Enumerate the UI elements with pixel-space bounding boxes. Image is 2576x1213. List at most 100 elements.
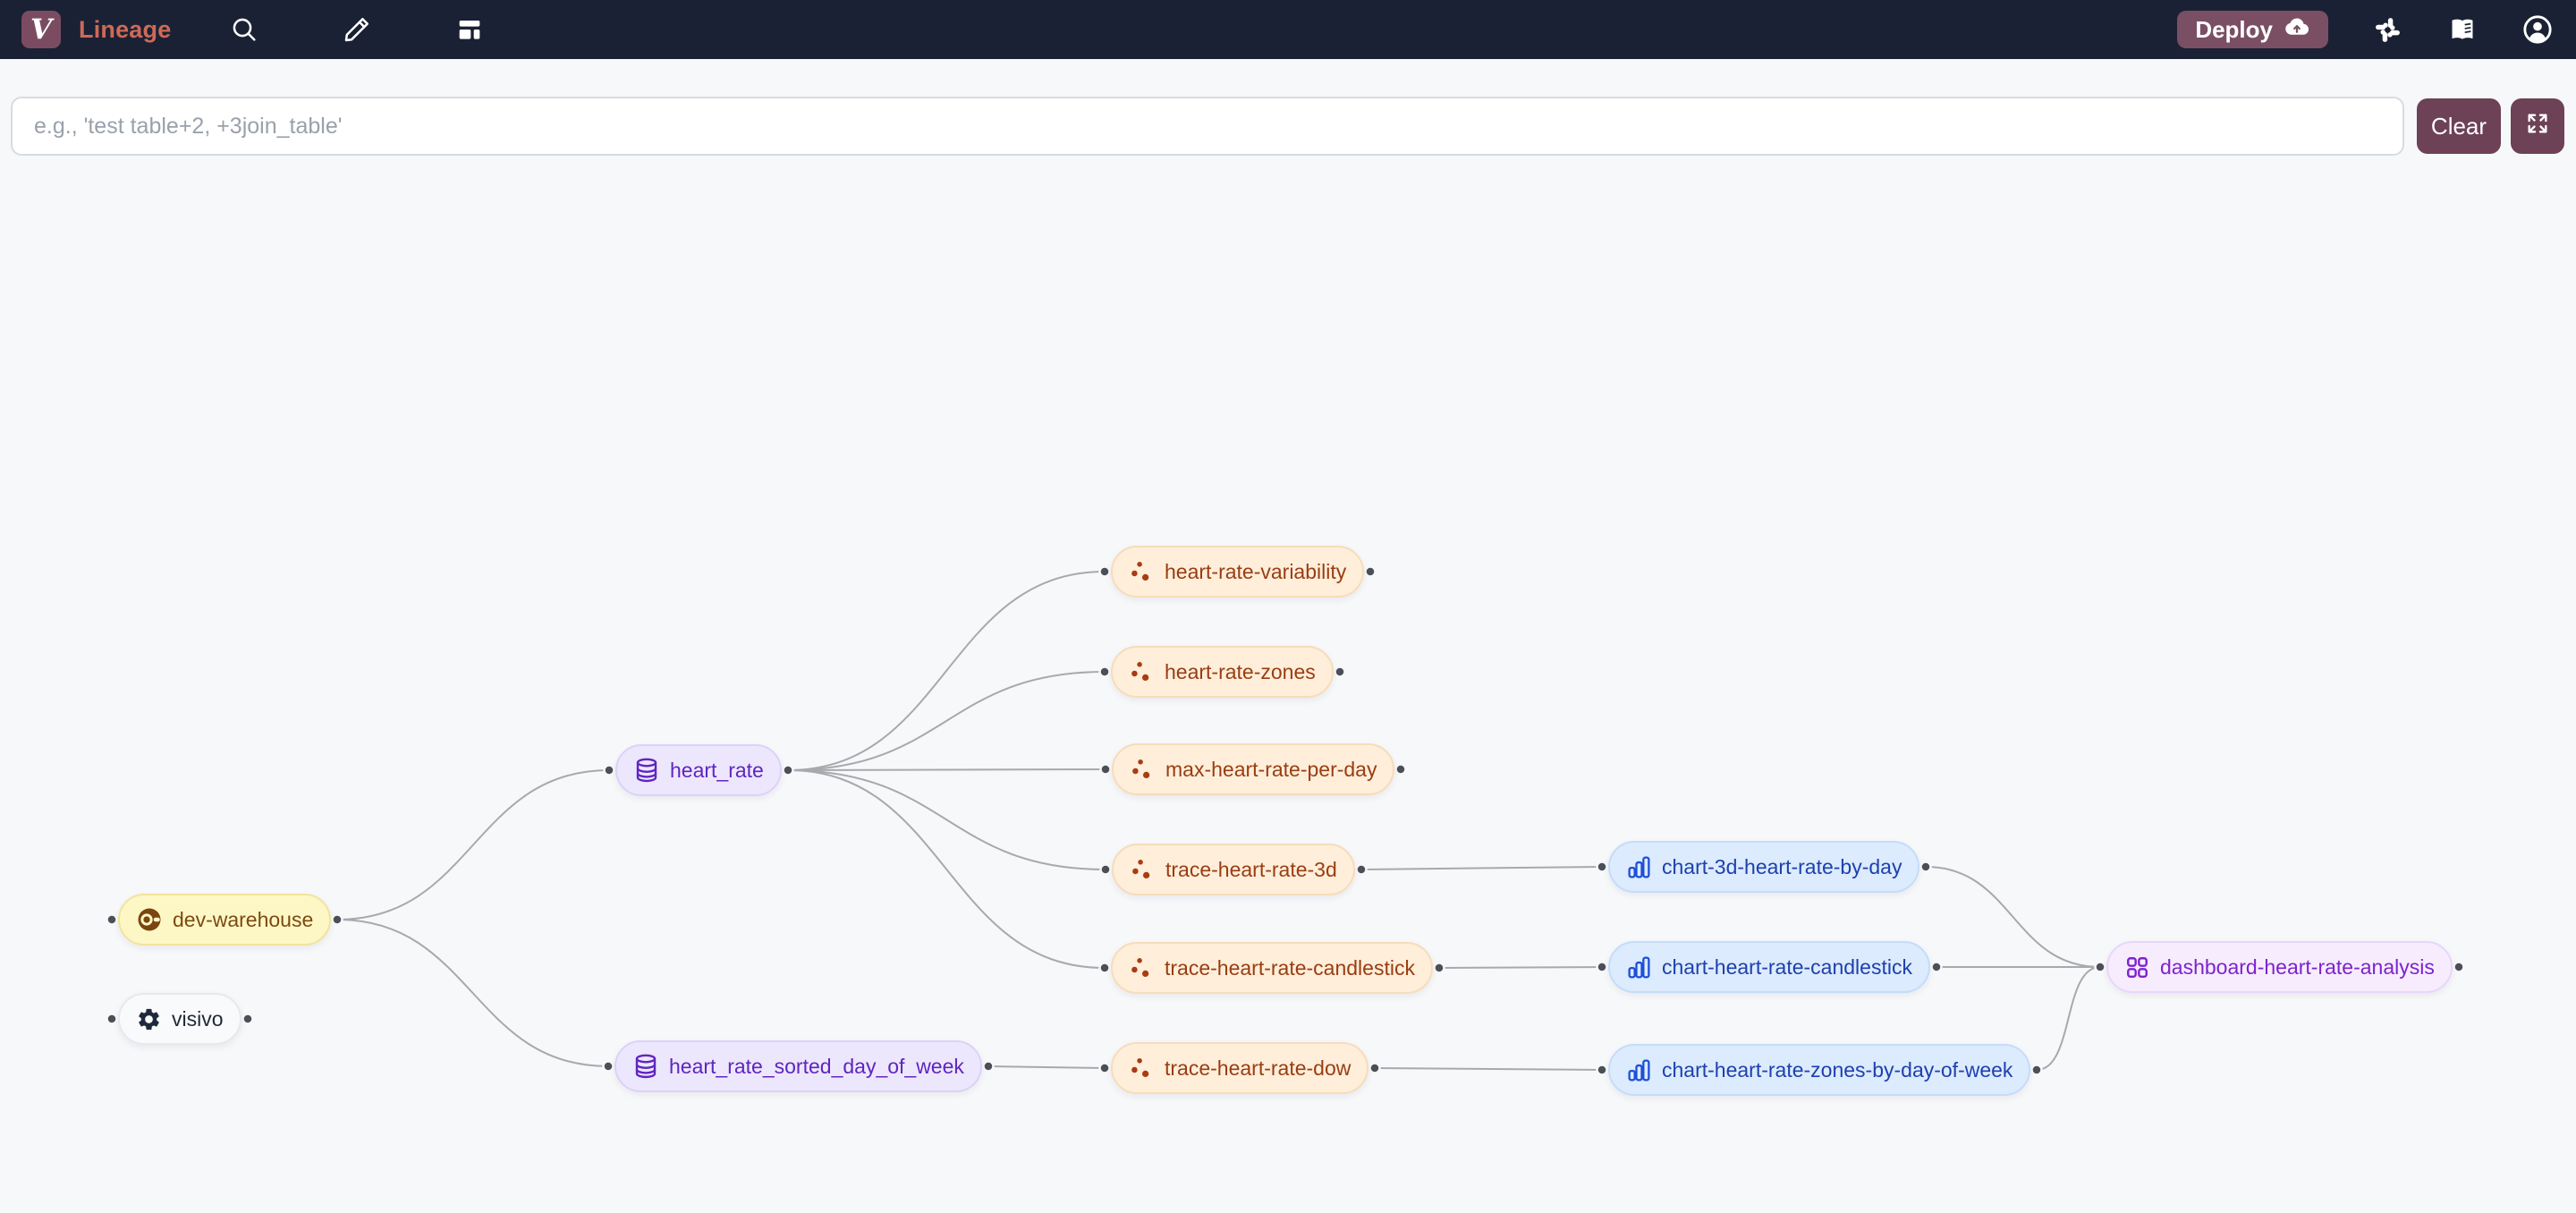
lineage-edge bbox=[1438, 966, 1603, 969]
lineage-node-dev-warehouse[interactable]: dev-warehouse bbox=[118, 894, 332, 946]
lineage-node-trace-heart-rate-3d[interactable]: trace-heart-rate-3d bbox=[1112, 844, 1355, 895]
deploy-label: Deploy bbox=[2195, 15, 2273, 43]
lineage-edge bbox=[1374, 1067, 1603, 1071]
node-handle-left[interactable] bbox=[106, 1013, 118, 1025]
node-handle-left[interactable] bbox=[1596, 861, 1608, 873]
scatter-icon bbox=[1131, 661, 1149, 681]
account-icon[interactable] bbox=[2521, 13, 2554, 46]
scatter-icon bbox=[1131, 561, 1149, 581]
node-label: trace-heart-rate-candlestick bbox=[1165, 955, 1415, 980]
lineage-edge bbox=[336, 769, 610, 920]
lineage-node-max-heart-rate-per-day[interactable]: max-heart-rate-per-day bbox=[1112, 743, 1395, 795]
search-icon[interactable] bbox=[228, 13, 260, 46]
node-handle-right[interactable] bbox=[782, 764, 794, 776]
node-label: visivo bbox=[172, 1006, 224, 1031]
node-label: heart_rate_sorted_day_of_week bbox=[669, 1054, 964, 1078]
visivo-logo[interactable]: V bbox=[21, 11, 61, 48]
cloud-upload-icon bbox=[2284, 13, 2310, 47]
node-handle-left[interactable] bbox=[2094, 961, 2106, 973]
logo-letter: V bbox=[30, 13, 53, 46]
lineage-edge bbox=[787, 768, 1106, 771]
node-label: trace-heart-rate-dow bbox=[1165, 1056, 1352, 1080]
lineage-edge bbox=[787, 769, 1106, 870]
slack-icon[interactable] bbox=[2371, 13, 2403, 46]
bar-chart-icon bbox=[1628, 955, 1650, 979]
deploy-button[interactable]: Deploy bbox=[2177, 11, 2328, 48]
node-handle-right[interactable] bbox=[2453, 961, 2465, 973]
lineage-node-trace-heart-rate-dow[interactable]: trace-heart-rate-dow bbox=[1111, 1042, 1369, 1094]
lineage-node-chart-3d-heart-rate-by-day[interactable]: chart-3d-heart-rate-by-day bbox=[1608, 841, 1920, 893]
lineage-node-heart-rate-zones[interactable]: heart-rate-zones bbox=[1111, 646, 1334, 698]
expand-icon bbox=[2525, 111, 2550, 142]
node-handle-left[interactable] bbox=[603, 764, 615, 776]
navbar: V Lineage Deploy bbox=[0, 0, 2576, 59]
node-handle-right[interactable] bbox=[1930, 961, 1943, 973]
node-handle-left[interactable] bbox=[1099, 863, 1112, 876]
lineage-node-visivo[interactable]: visivo bbox=[118, 993, 242, 1045]
lineage-edge bbox=[1925, 866, 2101, 968]
lineage-node-dashboard-heart-rate-analysis[interactable]: dashboard-heart-rate-analysis bbox=[2106, 941, 2453, 993]
lineage-node-chart-heart-rate-zones-by-day-of-week[interactable]: chart-heart-rate-zones-by-day-of-week bbox=[1608, 1044, 2031, 1096]
node-label: max-heart-rate-per-day bbox=[1165, 757, 1377, 781]
node-handle-left[interactable] bbox=[1098, 565, 1111, 578]
node-handle-left[interactable] bbox=[602, 1060, 614, 1073]
database-icon bbox=[636, 758, 657, 783]
node-label: chart-3d-heart-rate-by-day bbox=[1662, 854, 1902, 878]
grid-icon bbox=[2127, 956, 2148, 978]
scatter-icon bbox=[1132, 759, 1150, 778]
clear-button[interactable]: Clear bbox=[2417, 98, 2501, 154]
scatter-icon bbox=[1131, 957, 1149, 977]
node-label: heart_rate bbox=[670, 758, 764, 782]
node-handle-left[interactable] bbox=[1098, 666, 1111, 678]
database-icon bbox=[635, 1054, 657, 1079]
node-handle-right[interactable] bbox=[1394, 763, 1407, 776]
node-handle-right[interactable] bbox=[331, 913, 343, 926]
scatter-icon bbox=[1132, 859, 1150, 878]
lineage-edge bbox=[336, 919, 609, 1067]
lineage-edge bbox=[2036, 966, 2101, 1071]
lineage-node-chart-heart-rate-candlestick[interactable]: chart-heart-rate-candlestick bbox=[1608, 941, 1930, 993]
duckdb-icon bbox=[138, 908, 161, 931]
lineage-edge bbox=[787, 571, 1106, 771]
lineage-node-heart_rate[interactable]: heart_rate bbox=[615, 744, 782, 796]
node-label: trace-heart-rate-3d bbox=[1165, 857, 1337, 881]
node-label: heart-rate-zones bbox=[1165, 659, 1316, 683]
node-handle-right[interactable] bbox=[982, 1060, 995, 1073]
fullscreen-button[interactable] bbox=[2511, 98, 2564, 154]
node-label: chart-heart-rate-zones-by-day-of-week bbox=[1662, 1057, 2013, 1082]
node-handle-right[interactable] bbox=[1433, 962, 1445, 974]
dashboard-layout-icon[interactable] bbox=[453, 13, 486, 46]
lineage-node-heart_rate_sorted_day_of_week[interactable]: heart_rate_sorted_day_of_week bbox=[614, 1040, 982, 1092]
node-handle-right[interactable] bbox=[1919, 861, 1932, 873]
node-label: heart-rate-variability bbox=[1165, 559, 1347, 583]
node-label: dev-warehouse bbox=[173, 907, 314, 931]
node-handle-left[interactable] bbox=[1596, 961, 1608, 973]
edit-pencil-icon[interactable] bbox=[341, 13, 373, 46]
node-handle-left[interactable] bbox=[106, 913, 118, 926]
node-handle-right[interactable] bbox=[2030, 1064, 2043, 1076]
node-handle-right[interactable] bbox=[242, 1013, 254, 1025]
scatter-icon bbox=[1131, 1057, 1149, 1077]
lineage-node-heart-rate-variability[interactable]: heart-rate-variability bbox=[1111, 546, 1365, 598]
node-handle-left[interactable] bbox=[1596, 1064, 1608, 1076]
node-handle-left[interactable] bbox=[1099, 763, 1112, 776]
bar-chart-icon bbox=[1628, 1058, 1650, 1082]
lineage-edge bbox=[1360, 866, 1603, 870]
node-label: dashboard-heart-rate-analysis bbox=[2160, 954, 2435, 979]
bar-chart-icon bbox=[1628, 855, 1650, 878]
lineage-edge bbox=[787, 769, 1106, 969]
lineage-node-trace-heart-rate-candlestick[interactable]: trace-heart-rate-candlestick bbox=[1111, 942, 1433, 994]
node-handle-right[interactable] bbox=[1364, 565, 1377, 578]
gear-icon bbox=[139, 1008, 159, 1030]
node-handle-left[interactable] bbox=[1098, 1062, 1111, 1074]
node-handle-right[interactable] bbox=[1368, 1062, 1381, 1074]
docs-book-icon[interactable] bbox=[2446, 13, 2479, 46]
node-handle-right[interactable] bbox=[1355, 863, 1368, 876]
node-handle-left[interactable] bbox=[1098, 962, 1111, 974]
node-label: chart-heart-rate-candlestick bbox=[1662, 954, 1912, 979]
lineage-edge bbox=[787, 671, 1106, 771]
lineage-filter-input[interactable] bbox=[11, 97, 2404, 156]
node-handle-right[interactable] bbox=[1334, 666, 1346, 678]
